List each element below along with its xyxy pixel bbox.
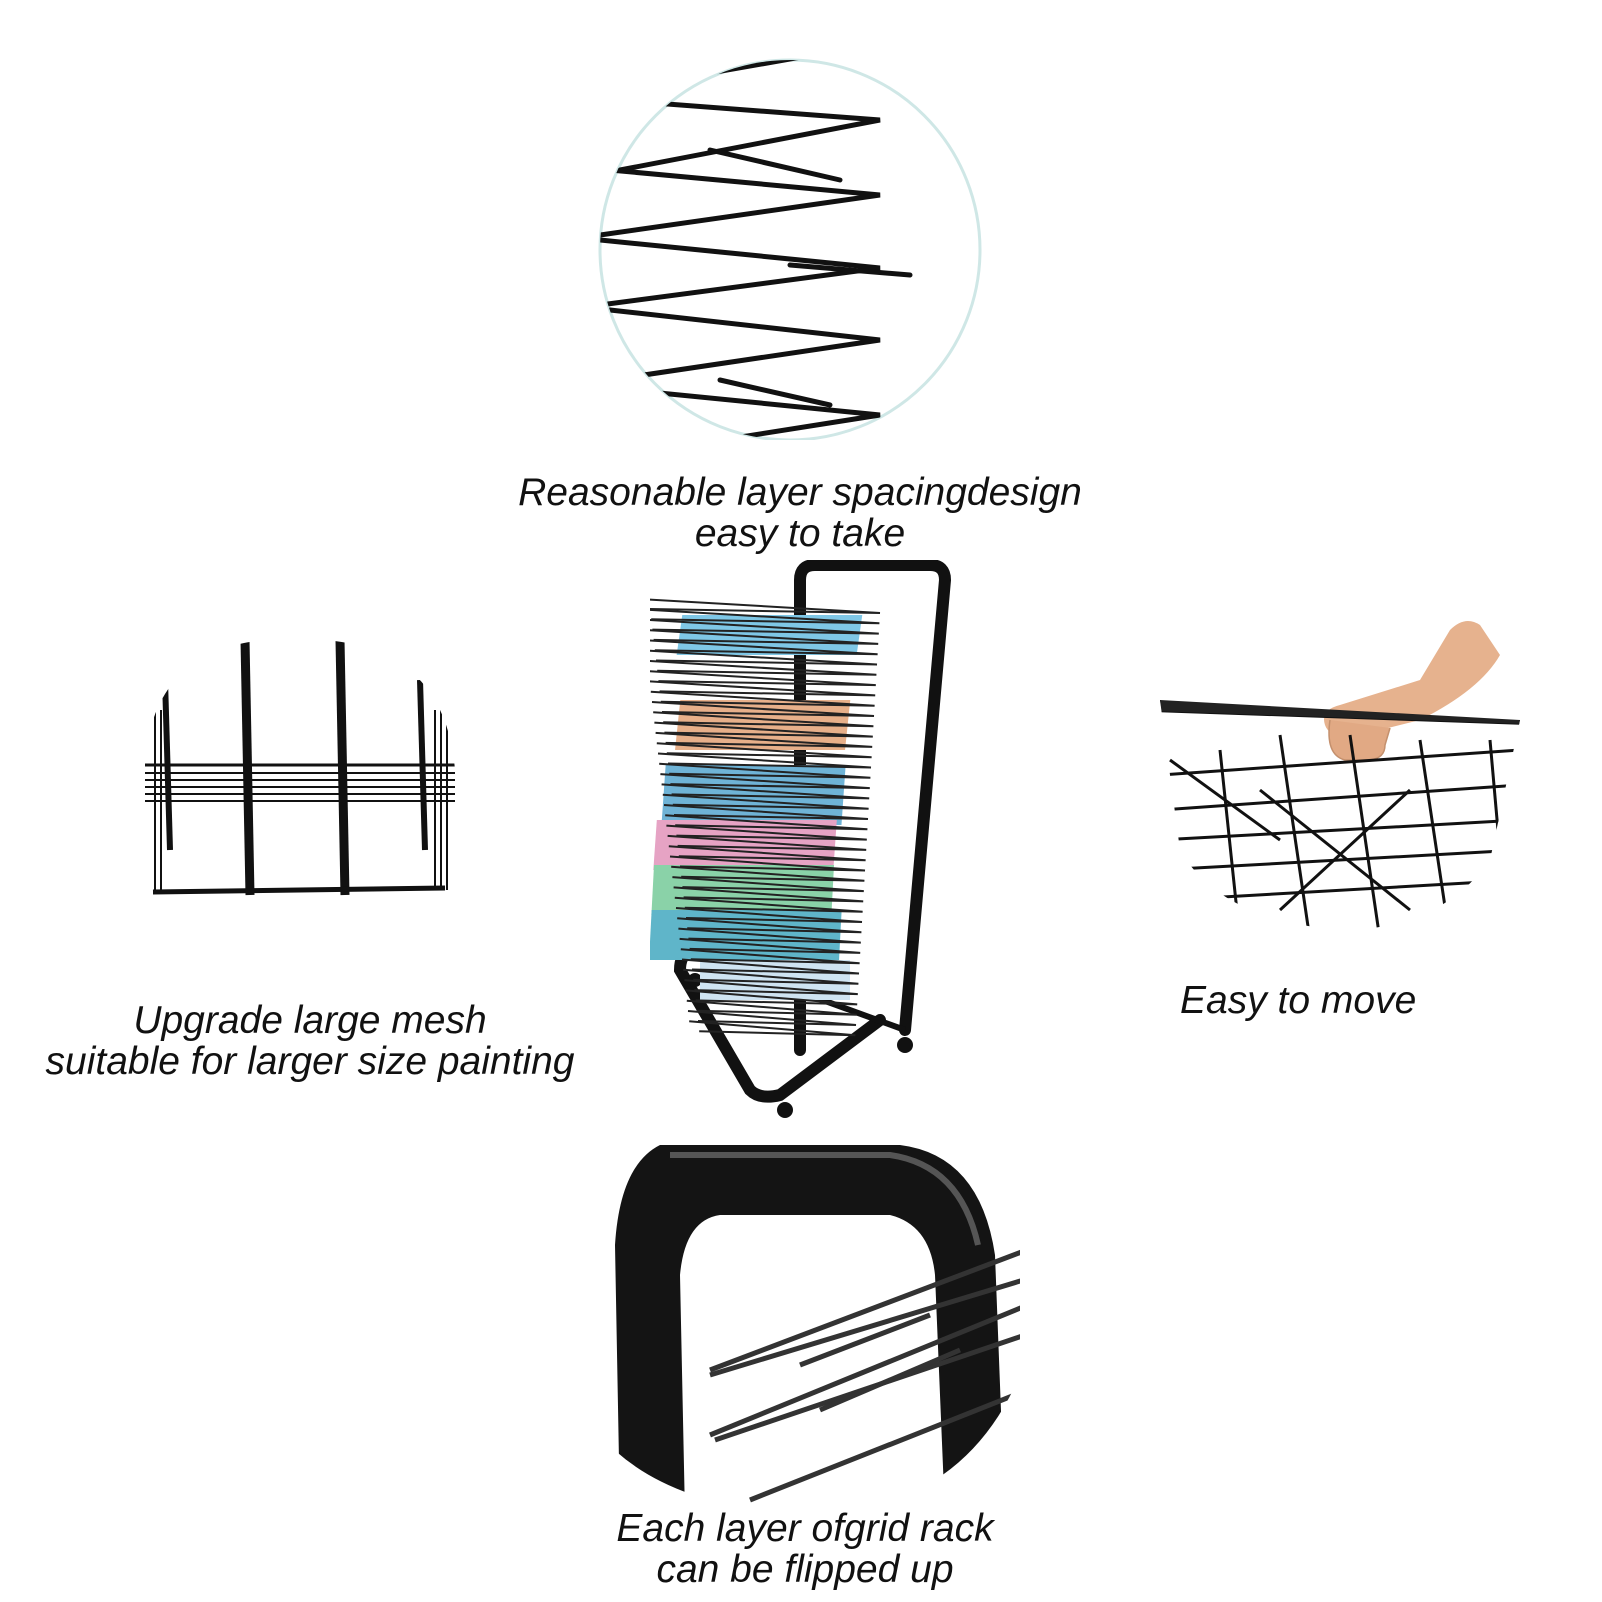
move-caption-line-1: Easy to move [1180, 979, 1417, 1022]
rack-shelf-wire [680, 948, 860, 965]
spacing-caption-line-2: easy to take [694, 512, 906, 555]
mesh-closeup-image [125, 630, 465, 920]
rack-shelf-wire [650, 670, 876, 687]
rack-shelf-wire [679, 937, 861, 954]
rack-shelf-wire [650, 608, 880, 625]
hand-carry-handle-icon [1160, 621, 1520, 930]
rack-shelf-wire [672, 876, 864, 893]
rack-shelf-wire [667, 834, 867, 851]
rack-shelf-wire [665, 814, 868, 831]
rack-shelf-wire [686, 999, 857, 1016]
rack-shelf-wire [662, 793, 869, 810]
mesh-caption-line-2: suitable for larger size painting [45, 1040, 575, 1083]
flip-frame-closeup-icon [600, 1135, 1020, 1515]
rack-shelf-wire [663, 804, 869, 820]
rack-shelf-wire [657, 752, 872, 769]
wire-layers-closeup-icon [598, 58, 982, 440]
drying-rack-cart-icon [650, 560, 952, 1118]
rack-shelf-wire [678, 927, 861, 944]
rack-shelf-wire [669, 855, 866, 872]
rack-shelf-wire [683, 968, 859, 985]
rack-shelf-wire [684, 979, 858, 996]
rack-shelf-wire [677, 917, 862, 934]
rack-shelf-wire [650, 690, 875, 707]
mesh-caption-line-1: Upgrade large mesh [133, 999, 487, 1042]
move-caption: Easy to move [1180, 980, 1440, 1021]
rack-shelf-wire [673, 886, 864, 903]
rack-shelf-wire [675, 907, 863, 923]
flip-caption: Each layer ofgrid rack can be flipped up [555, 1508, 1055, 1590]
rack-shelf-wire [653, 711, 874, 728]
rack-shelf-wire [656, 742, 872, 759]
rack-shelf-wire [689, 1020, 856, 1037]
rack-shelf-wire [661, 783, 870, 800]
rack-shelf-wire [659, 762, 871, 779]
mesh-caption: Upgrade large mesh suitable for larger s… [20, 1000, 600, 1082]
rack-shelf-wire [650, 598, 881, 614]
spacing-caption-line-1: Reasonable layer spacingdesign [518, 471, 1082, 514]
rack-shelf-wire [671, 865, 865, 882]
rack-shelf-wire [685, 989, 858, 1006]
rack-shelf-wire [650, 629, 879, 645]
rack-shelf-wire [655, 731, 873, 748]
mesh-grid-closeup-icon [145, 640, 455, 900]
flip-caption-line-2: can be flipped up [656, 1548, 954, 1591]
rack-shelf-wire [654, 721, 873, 738]
spacing-closeup-image [590, 40, 990, 440]
rack-shelf-wire [650, 649, 878, 666]
rack-shelf-wire [687, 1010, 857, 1026]
rack-shelf-wire [681, 958, 860, 975]
rack-shelf-wire [650, 619, 879, 635]
rack-shelf-wire [666, 824, 867, 841]
rack-shelf-wire [668, 845, 866, 862]
move-closeup-image [1160, 610, 1520, 950]
rack-shelf-wire [650, 639, 878, 656]
rack-shelf-wire [651, 701, 875, 717]
rack-shelf-wire [650, 680, 876, 697]
product-image [650, 560, 960, 1120]
rack-shelf-wire [674, 896, 863, 913]
flip-caption-line-1: Each layer ofgrid rack [616, 1507, 994, 1550]
flip-closeup-image [600, 1135, 1040, 1515]
rack-shelf-wire [650, 659, 877, 676]
rack-shelf-wire [660, 773, 870, 790]
spacing-caption: Reasonable layer spacingdesign easy to t… [470, 472, 1130, 554]
